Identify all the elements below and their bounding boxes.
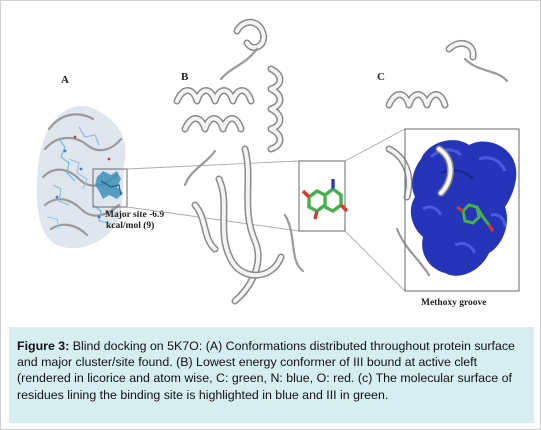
panel-c-label: C [377, 71, 385, 83]
methoxy-groove-label: Methoxy groove [421, 298, 487, 308]
panel-b-protein-ribbon [173, 18, 305, 305]
panel-b: B [173, 18, 349, 305]
panel-c-binding-surface [410, 140, 517, 276]
docking-figure-illustration: A [36, 18, 520, 308]
panel-a-label: A [61, 74, 69, 86]
caption-text: Blind docking on 5K7O: (A) Conformations… [17, 339, 515, 402]
panel-c-ligand [456, 203, 495, 232]
panel-b-binding-box [298, 160, 346, 232]
connector-b-c-top [344, 128, 406, 162]
panel-a: A [36, 74, 164, 249]
caption-lead: Figure 3: [17, 339, 70, 353]
figure-image: A [9, 9, 534, 327]
panel-c: C [377, 39, 520, 308]
panel-b-label: B [181, 71, 189, 83]
connector-b-c-bottom [344, 230, 406, 292]
panel-c-surface-box [404, 128, 520, 292]
panel-b-ligand [301, 179, 349, 220]
connector-a-b-bottom [126, 206, 300, 232]
major-site-label-line1: Major site -6.9 [105, 210, 164, 220]
panel-c-protein-ribbon [385, 39, 509, 277]
major-site-label-line2: kcal/mol (9) [106, 220, 154, 231]
figure-caption: Figure 3: Blind docking on 5K7O: (A) Con… [9, 327, 534, 423]
panel-a-major-cluster [92, 168, 128, 208]
connector-a-b-top [126, 160, 300, 170]
panel-a-protein-conformations [36, 105, 126, 249]
panel-a-site-box [92, 168, 128, 208]
